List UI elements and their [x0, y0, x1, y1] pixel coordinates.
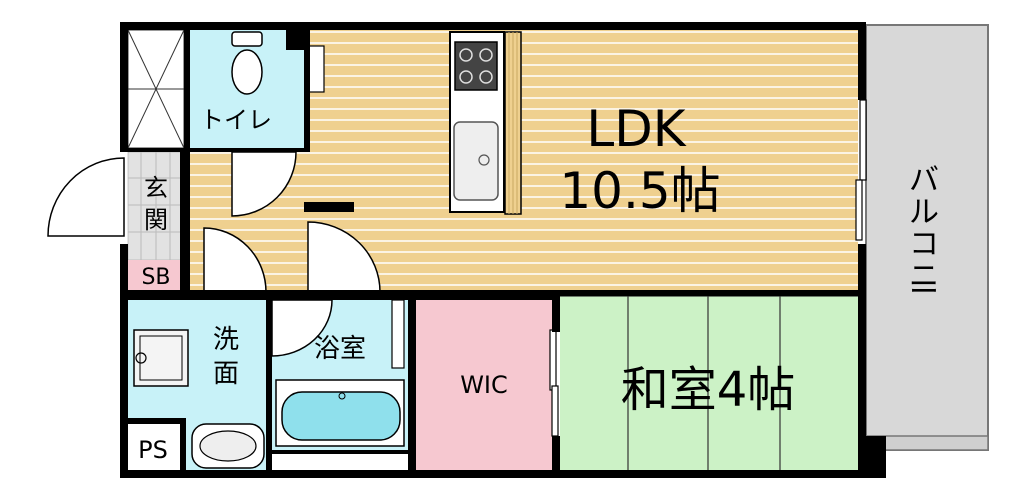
ldk-door[interactable]: [307, 221, 381, 293]
walls: [120, 22, 886, 478]
toilet-label: トイレ: [200, 106, 272, 134]
kitchen-counter: [449, 31, 522, 215]
bathtub: [275, 299, 405, 447]
washer-pan: [133, 329, 189, 387]
washroom-label-2: 面: [213, 359, 239, 389]
door-swings: [47, 151, 381, 357]
entrance-door[interactable]: [47, 157, 125, 237]
balcony-label-1: バ: [909, 163, 939, 198]
shoe-box: [128, 260, 184, 290]
ps-label: PS: [138, 436, 168, 464]
ldk-label: LDK: [586, 100, 686, 158]
ldk-size-label: 10.5帖: [559, 162, 720, 220]
entrance-label-2: 関: [144, 206, 168, 234]
washroom-label-1: 洗: [213, 325, 239, 355]
toilet-fixture: [231, 31, 263, 95]
washitsu-room: [560, 296, 858, 470]
wash-basin: [191, 423, 265, 469]
bathroom-label: 浴室: [314, 334, 366, 364]
balcony: [865, 24, 989, 451]
washitsu-label: 和室4帖: [621, 362, 796, 418]
entrance-label-1: 玄: [144, 174, 168, 202]
bath-door[interactable]: [271, 299, 333, 357]
room-labels: トイレ 玄 関 SB LDK 10.5帖 洗 面 浴室 WIC 和室4帖 PS …: [138, 100, 939, 464]
balcony-label-5: ー: [909, 275, 939, 310]
balcony-label-4: ニ: [909, 259, 939, 294]
genkan-inner-door[interactable]: [231, 151, 297, 217]
washroom-door[interactable]: [203, 227, 267, 293]
balcony-label-3: コ: [909, 227, 939, 262]
shoe-box-label: SB: [141, 265, 170, 290]
wic-room: [416, 300, 552, 470]
wic-label: WIC: [460, 371, 508, 399]
balcony-label-2: ル: [909, 195, 939, 230]
ps-room: [128, 424, 180, 470]
